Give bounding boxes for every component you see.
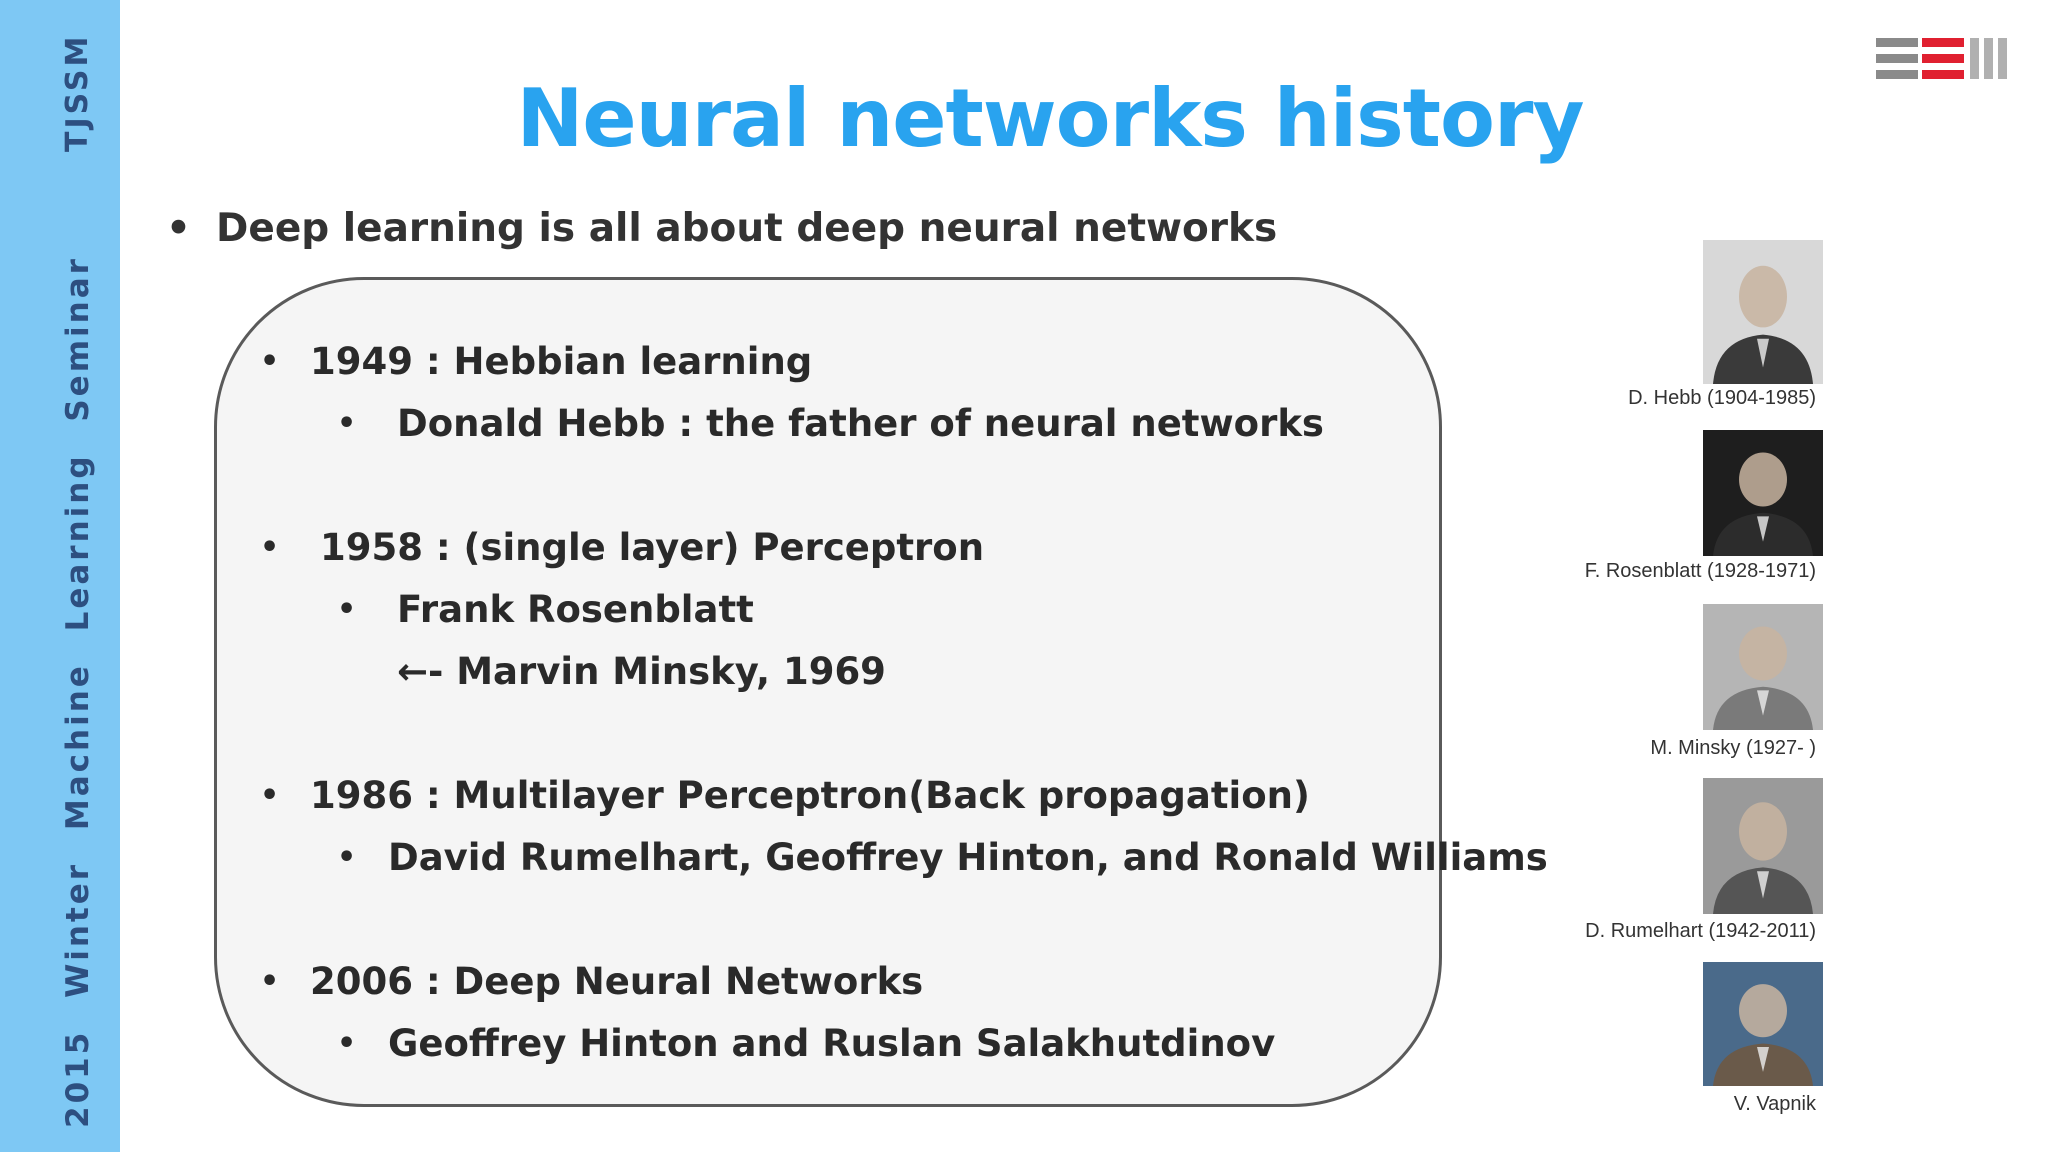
sidebar: TJSSM 2015 Winter Machine Learning Semin… [0,0,120,1152]
bullet-glyph: • [337,406,357,441]
timeline-item-text: 1958 : (single layer) Perceptron [320,526,985,569]
timeline-item-text: Geoffrey Hinton and Ruslan Salakhutdinov [388,1022,1276,1065]
timeline-item-text: 1986 : Multilayer Perceptron(Back propag… [310,774,1310,817]
sidebar-seminar-title: 2015 Winter Machine Learning Seminar [60,256,96,1128]
portrait-photo [1703,430,1823,556]
bullet-glyph: • [337,592,357,627]
bullet-glyph: • [337,840,357,875]
timeline-item-text: ←- Marvin Minsky, 1969 [397,650,886,693]
timeline-item-text: 2006 : Deep Neural Networks [310,960,924,1003]
bullet-glyph: • [260,530,280,565]
portrait-photo [1703,604,1823,730]
main-bullet-text: Deep learning is all about deep neural n… [216,206,1278,251]
bullet-glyph: • [337,1026,357,1061]
portrait-photo [1703,962,1823,1086]
portrait-caption: V. Vapnik [1733,1093,1816,1115]
portrait-caption: D. Hebb (1904-1985) [1628,387,1816,409]
portrait-caption: M. Minsky (1927- ) [1650,737,1816,759]
portrait-caption: F. Rosenblatt (1928-1971) [1584,560,1816,582]
bullet-glyph: • [260,778,280,813]
bullet-glyph: • [166,206,191,251]
timeline-box [214,277,1442,1107]
bullet-glyph: • [260,964,280,999]
timeline-item-text: Frank Rosenblatt [397,588,754,631]
portrait-photo [1703,778,1823,914]
portrait-photo [1703,240,1823,384]
timeline-item-text: Donald Hebb : the father of neural netwo… [397,402,1324,445]
timeline-item-text: David Rumelhart, Geoffrey Hinton, and Ro… [388,836,1548,879]
slide-title: Neural networks history [516,72,1584,165]
portrait-caption: D. Rumelhart (1942-2011) [1585,920,1816,942]
seminar-logo-icon [1876,38,2007,79]
bullet-glyph: • [260,344,280,379]
timeline-item-text: 1949 : Hebbian learning [310,340,813,383]
